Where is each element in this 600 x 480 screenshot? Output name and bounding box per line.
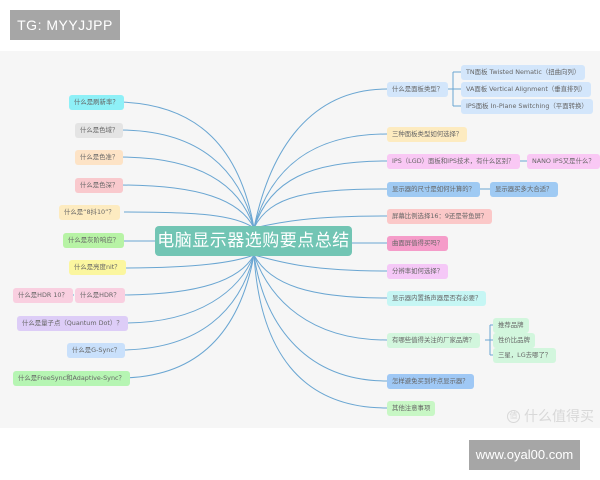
node-brightness-nit: 什么是亮度nit？ — [69, 260, 126, 275]
watermark: 值 什么值得买 — [507, 406, 594, 426]
mindmap-root: 电脑显示器选购要点总结 — [155, 226, 352, 256]
node-value-brands: 性价比品牌 — [493, 333, 535, 348]
node-speakers: 显示器内置扬声器是否有必要？ — [387, 291, 487, 306]
url-badge: www.oyal00.com — [469, 440, 580, 470]
node-freesync: 什么是FreeSync和Adaptive-Sync？ — [13, 371, 130, 386]
node-va-panel: VA面板 Vertical Alignment（垂直排列） — [461, 82, 592, 97]
node-g-sync: 什么是G-Sync？ — [67, 343, 126, 358]
node-color-accuracy: 什么是色准？ — [75, 150, 124, 165]
node-color-gamut: 什么是色域？ — [75, 123, 124, 138]
node-curved: 曲面屏值得买吗？ — [387, 236, 449, 251]
node-nano-ips: NANO IPS又是什么？ — [527, 154, 600, 169]
node-size-calc: 显示器的尺寸是如何计算的？ — [387, 182, 481, 197]
node-other-notes: 其他注意事项 — [387, 401, 436, 416]
watermark-logo-icon: 值 — [507, 409, 520, 423]
node-panel-choice: 三种面板类型如何选择？ — [387, 127, 468, 142]
node-size-choice: 显示器买多大合适？ — [490, 182, 558, 197]
node-recommended-brands: 推荐品牌 — [493, 318, 529, 333]
node-quantum-dot: 什么是量子点（Quantum Dot）？ — [17, 316, 128, 331]
node-ips-panel: IPS面板 In-Plane Switching（平面转换） — [461, 99, 593, 114]
node-hdr: 什么是HDR？ — [75, 288, 125, 303]
node-brands: 有哪些值得关注的厂家品牌？ — [387, 333, 481, 348]
node-tn-panel: TN面板 Twisted Nematic（扭曲向列） — [461, 65, 586, 80]
node-aspect-ratio: 屏幕比例选择16：9还是带鱼屏？ — [387, 209, 493, 224]
node-gtg-response: 什么是灰阶响应？ — [63, 233, 125, 248]
watermark-text: 什么值得买 — [524, 409, 594, 425]
node-8bit-frc: 什么是“8抖10”？ — [59, 205, 120, 220]
node-hdr10: 什么是HDR 10？ — [13, 288, 73, 303]
node-ips-lgd: IPS（LGD）面板和IPS技术，有什么区别？ — [387, 154, 520, 169]
node-color-depth: 什么是色深？ — [75, 178, 124, 193]
node-panel-type: 什么是面板类型？ — [387, 82, 449, 97]
tg-badge: TG: MYYJJPP — [10, 10, 120, 40]
node-dead-pixel: 怎样避免买到坏点显示器？ — [387, 374, 474, 389]
node-refresh-rate: 什么是刷新率？ — [69, 95, 124, 110]
node-resolution: 分辨率如何选择？ — [387, 264, 449, 279]
node-samsung-lg: 三星，LG去哪了？ — [493, 348, 557, 363]
